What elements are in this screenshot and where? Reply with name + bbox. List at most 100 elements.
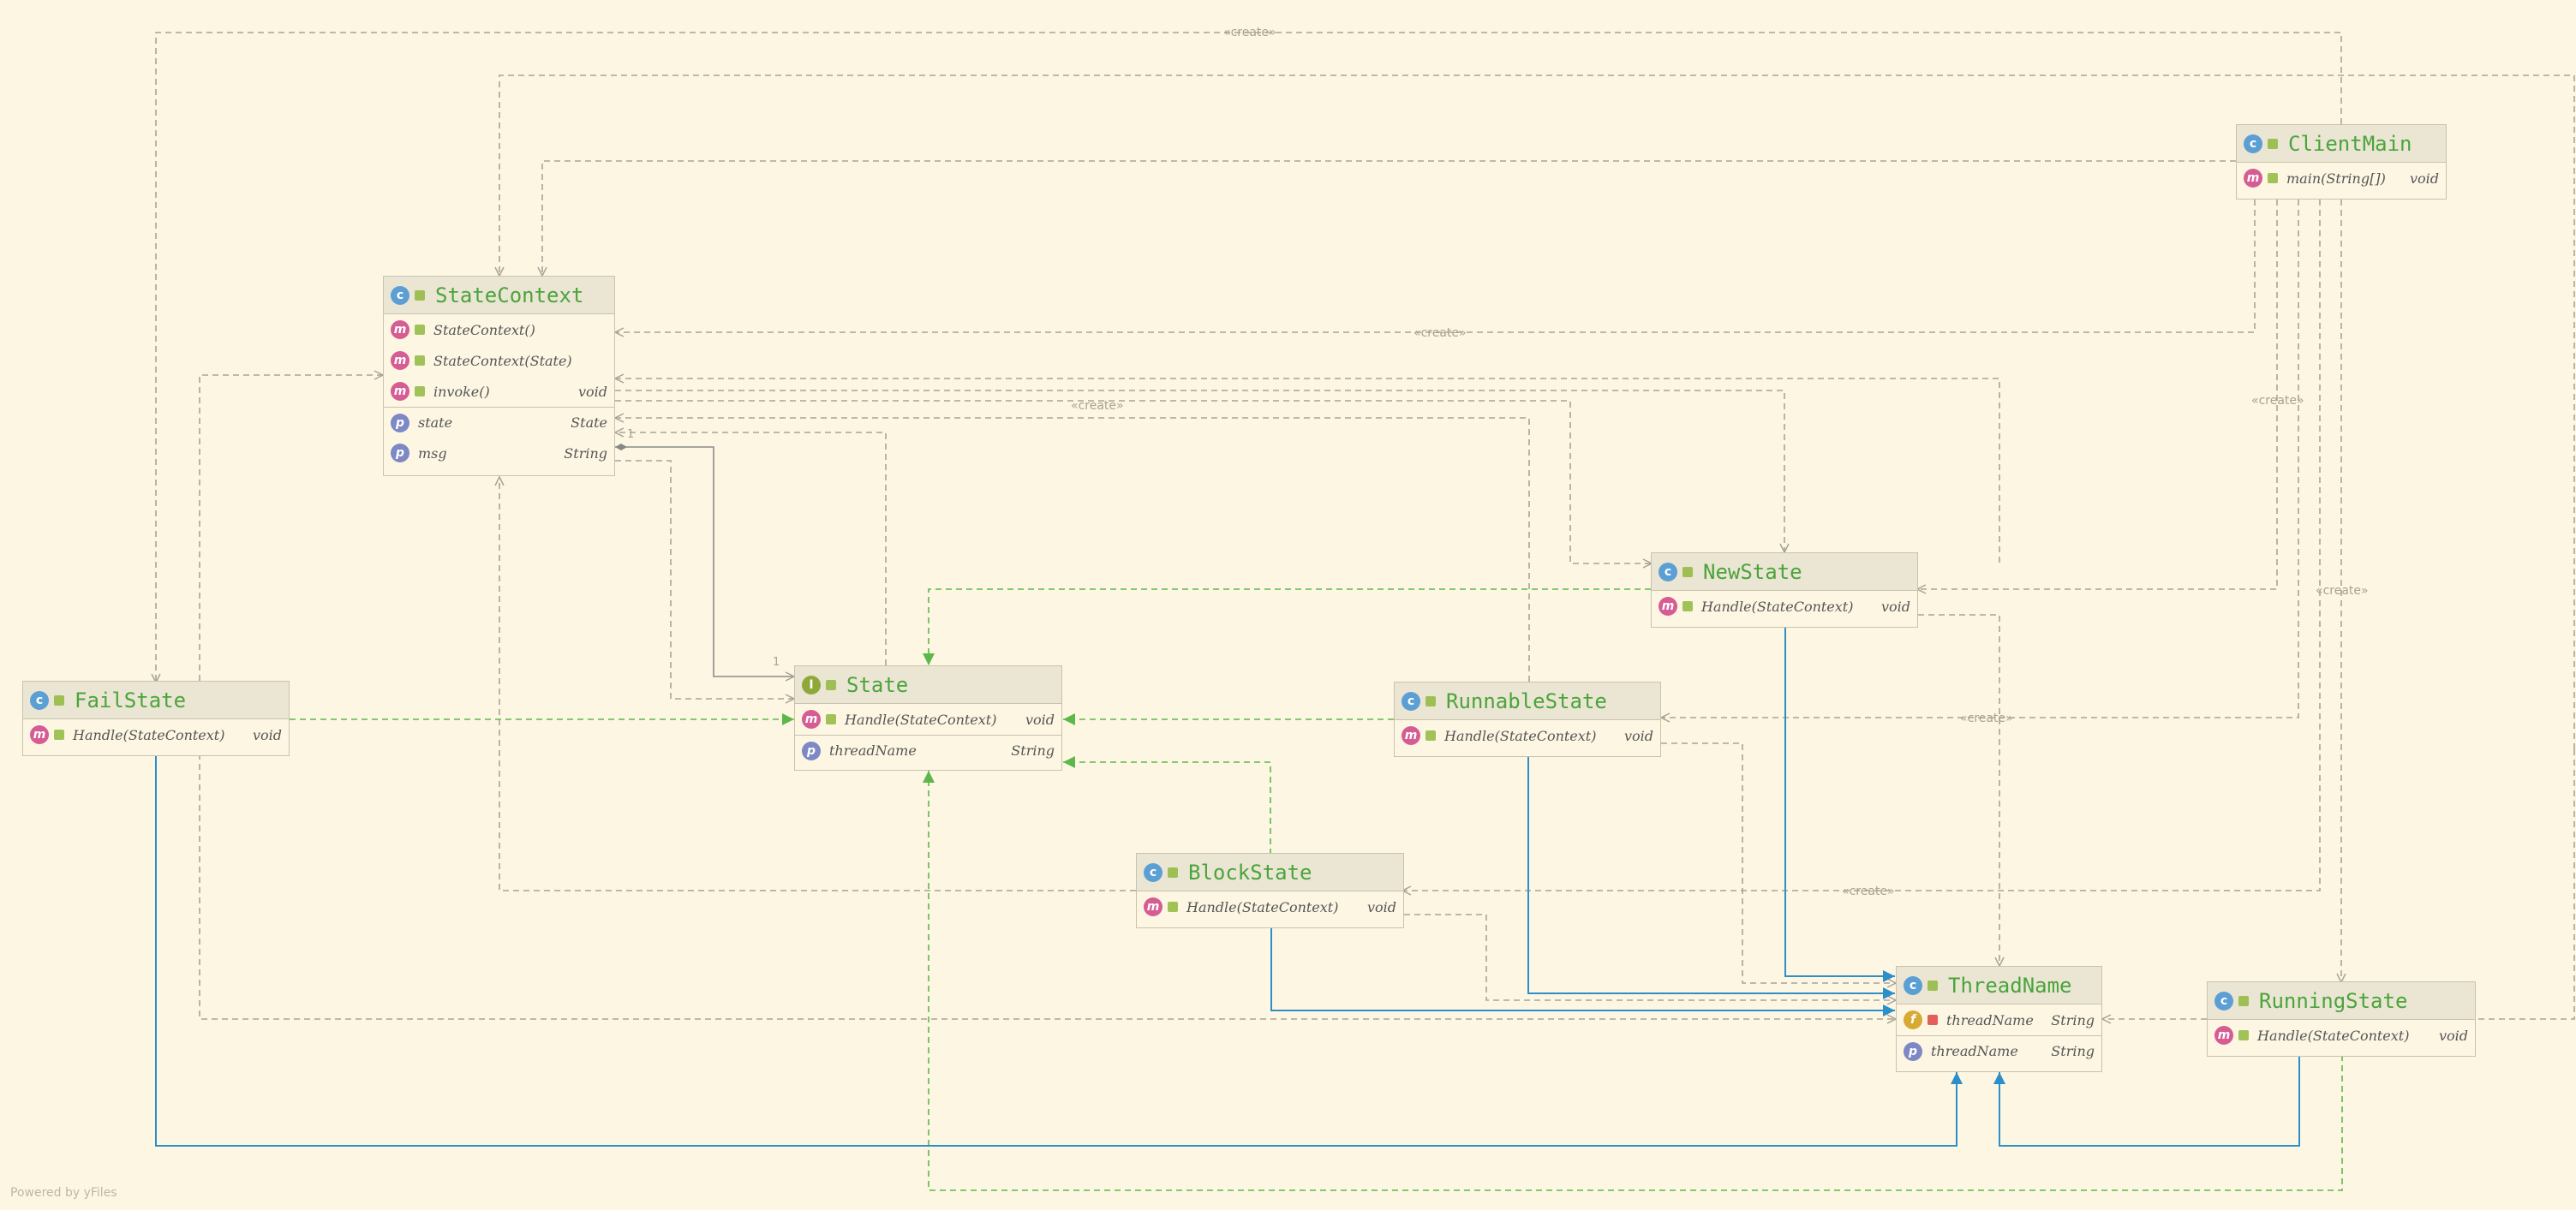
class-icon: c (1402, 691, 1420, 711)
class-name: NewState (1703, 559, 1802, 584)
public-visibility-icon (54, 694, 64, 706)
public-visibility-icon (415, 386, 425, 396)
public-visibility-icon (2268, 173, 2278, 183)
class-block-state[interactable]: c BlockState m Handle(StateContext) void (1136, 853, 1404, 928)
interface-state[interactable]: I State m Handle(StateContext) void p th… (794, 665, 1062, 771)
method-row[interactable]: m StateContext() (384, 314, 614, 345)
field-type: String (2051, 1011, 2095, 1028)
powered-by-footer: Powered by yFiles (10, 1186, 117, 1200)
public-visibility-icon (1928, 980, 1938, 991)
method-icon: m (1659, 597, 1677, 616)
class-header: c RunnableState (1395, 682, 1660, 720)
property-name: threadName (1931, 1043, 2018, 1059)
class-header: c BlockState (1137, 854, 1403, 891)
property-row[interactable]: p threadName String (795, 735, 1061, 766)
method-signature: Handle(StateContext) (1444, 727, 1597, 744)
method-row[interactable]: m StateContext(State) (384, 345, 614, 376)
method-row[interactable]: m Handle(StateContext) void (23, 719, 289, 750)
class-header: c StateContext (384, 277, 614, 314)
multiplicity-label-source: 1 (627, 428, 635, 441)
public-visibility-icon (54, 730, 64, 740)
public-visibility-icon (1425, 695, 1436, 706)
public-visibility-icon (826, 679, 836, 690)
method-signature: invoke() (433, 383, 490, 400)
class-name: FailState (75, 688, 187, 712)
method-signature: main(String[]) (2286, 170, 2386, 187)
public-visibility-icon (2238, 1030, 2249, 1040)
method-icon: m (2214, 1026, 2233, 1045)
class-name: ThreadName (1948, 973, 2072, 998)
class-icon: c (2214, 991, 2233, 1010)
edge-label-create-3: «create» (1071, 399, 1124, 413)
edge-label-create-7: «create» (1842, 885, 1895, 898)
property-icon: p (391, 444, 409, 462)
private-lock-icon (1928, 1015, 1938, 1025)
public-visibility-icon (415, 325, 425, 335)
property-row[interactable]: p msg String (384, 438, 614, 468)
property-name: state (418, 414, 453, 431)
method-row[interactable]: m main(String[]) void (2237, 163, 2446, 194)
method-signature: Handle(StateContext) (73, 726, 225, 743)
edge-label-create-6: «create» (1960, 712, 2013, 725)
method-row[interactable]: m Handle(StateContext) void (2208, 1020, 2475, 1051)
method-signature: Handle(StateContext) (1186, 898, 1339, 915)
class-state-context[interactable]: c StateContext m StateContext() m StateC… (383, 276, 615, 476)
method-return-type: void (252, 726, 282, 743)
interface-icon: I (802, 675, 821, 694)
class-name: BlockState (1188, 860, 1312, 885)
method-icon: m (802, 710, 821, 729)
class-name: State (846, 672, 909, 697)
class-icon: c (30, 690, 49, 710)
public-visibility-icon (415, 289, 425, 301)
class-thread-name[interactable]: c ThreadName f threadName String p threa… (1896, 966, 2102, 1072)
public-visibility-icon (1425, 730, 1436, 741)
class-header: c NewState (1652, 553, 1917, 591)
public-visibility-icon (1168, 902, 1178, 912)
class-running-state[interactable]: c RunningState m Handle(StateContext) vo… (2207, 981, 2476, 1057)
property-type: State (571, 414, 607, 431)
method-icon: m (391, 382, 409, 401)
class-header: c FailState (23, 682, 289, 719)
class-runnable-state[interactable]: c RunnableState m Handle(StateContext) v… (1394, 682, 1661, 757)
public-visibility-icon (415, 355, 425, 366)
method-icon: m (391, 351, 409, 370)
method-row[interactable]: m Handle(StateContext) void (795, 704, 1061, 735)
edge-label-create-5: «create» (2316, 584, 2369, 598)
method-icon: m (1402, 726, 1420, 745)
property-row[interactable]: p threadName String (1897, 1035, 2101, 1066)
class-name: ClientMain (2288, 131, 2412, 156)
property-type: String (2051, 1043, 2095, 1059)
method-icon: m (30, 725, 49, 744)
method-return-type: void (2409, 170, 2439, 187)
edge-label-create-2: «create» (1414, 326, 1467, 340)
method-signature: StateContext(State) (433, 352, 572, 369)
public-visibility-icon (1682, 566, 1693, 577)
field-name: threadName (1946, 1011, 2034, 1028)
class-new-state[interactable]: c NewState m Handle(StateContext) void (1651, 552, 1918, 628)
method-signature: Handle(StateContext) (2257, 1027, 2410, 1044)
method-row[interactable]: m Handle(StateContext) void (1395, 720, 1660, 751)
multiplicity-label: 1 (773, 656, 780, 669)
method-row[interactable]: m invoke() void (384, 376, 614, 407)
class-icon: c (391, 285, 409, 305)
method-row[interactable]: m Handle(StateContext) void (1652, 591, 1917, 622)
public-visibility-icon (826, 714, 836, 724)
method-return-type: void (577, 383, 607, 400)
method-row[interactable]: m Handle(StateContext) void (1137, 891, 1403, 922)
class-fail-state[interactable]: c FailState m Handle(StateContext) void (22, 681, 290, 756)
method-signature: Handle(StateContext) (1701, 598, 1854, 615)
class-icon: c (1144, 862, 1162, 882)
field-row[interactable]: f threadName String (1897, 1004, 2101, 1035)
realization-edges (290, 588, 2343, 1191)
edge-label-create-1: «create» (1223, 26, 1276, 39)
class-header: c ThreadName (1897, 967, 2101, 1004)
property-icon: p (802, 741, 821, 760)
property-row[interactable]: p state State (384, 407, 614, 438)
field-icon: f (1904, 1010, 1922, 1029)
method-icon: m (2244, 169, 2262, 188)
class-client-main[interactable]: c ClientMain m main(String[]) void (2236, 124, 2447, 200)
public-visibility-icon (1682, 601, 1693, 611)
class-header: I State (795, 666, 1061, 704)
property-type: String (1011, 742, 1055, 759)
property-icon: p (1904, 1041, 1922, 1061)
